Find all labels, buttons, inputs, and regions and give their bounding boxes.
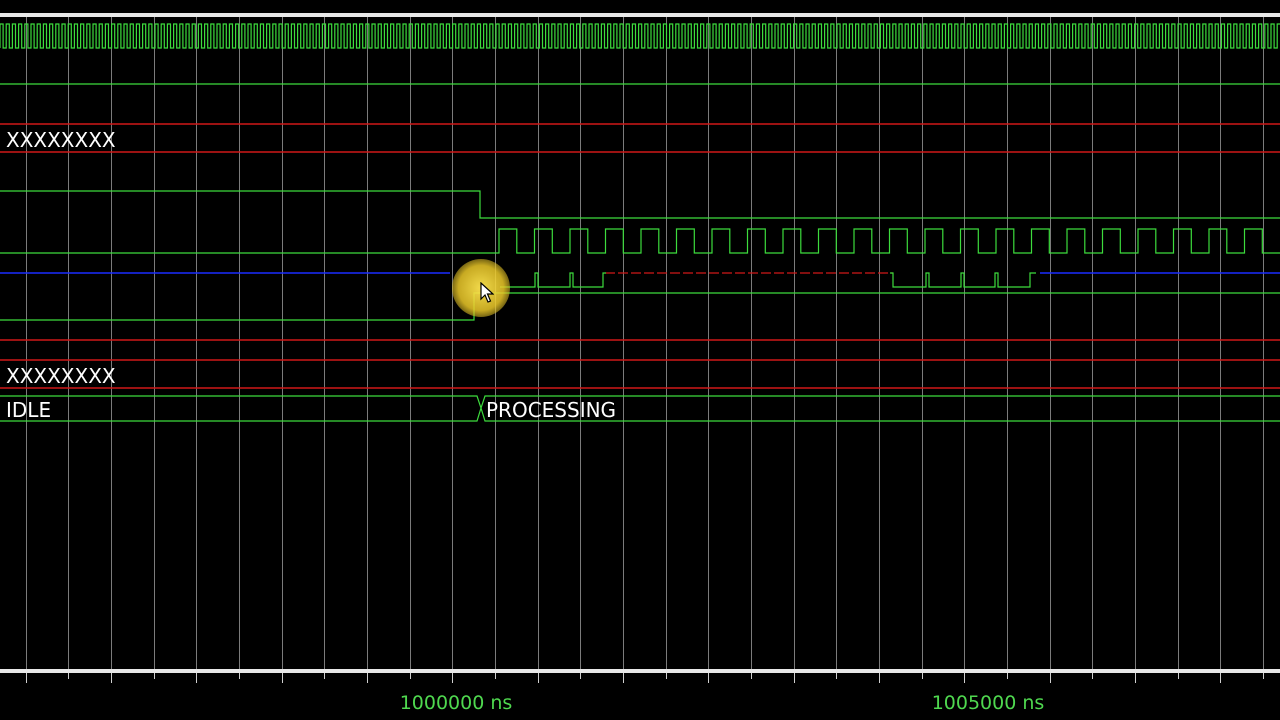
signal-serial-data[interactable] [0, 272, 1280, 288]
time-label-1005000: 1005000 ns [931, 692, 1045, 714]
bus-data-in-value: XXXXXXXX [6, 128, 116, 152]
top-border [0, 13, 1280, 17]
state-value-processing: PROCESSING [486, 398, 617, 422]
bus-data-in[interactable] [0, 123, 1280, 153]
time-grid [26, 17, 1264, 669]
signal-clock[interactable] [0, 23, 1280, 49]
time-label-1000000: 1000000 ns [399, 692, 513, 714]
data-bits-right [890, 272, 1036, 288]
state-value-idle: IDLE [6, 398, 52, 422]
mouse-pointer-icon [480, 282, 494, 303]
bus-data-out-value: XXXXXXXX [6, 364, 116, 388]
bus-state[interactable] [0, 395, 1280, 422]
signal-start[interactable] [0, 190, 1280, 219]
time-axis-ticks [26, 673, 1264, 683]
bottom-border [0, 669, 1280, 673]
data-bits-left [500, 272, 606, 288]
signal-shift-clock[interactable] [0, 228, 1280, 254]
state-bus-right [480, 395, 1280, 422]
bus-data-out[interactable] [0, 339, 1280, 389]
